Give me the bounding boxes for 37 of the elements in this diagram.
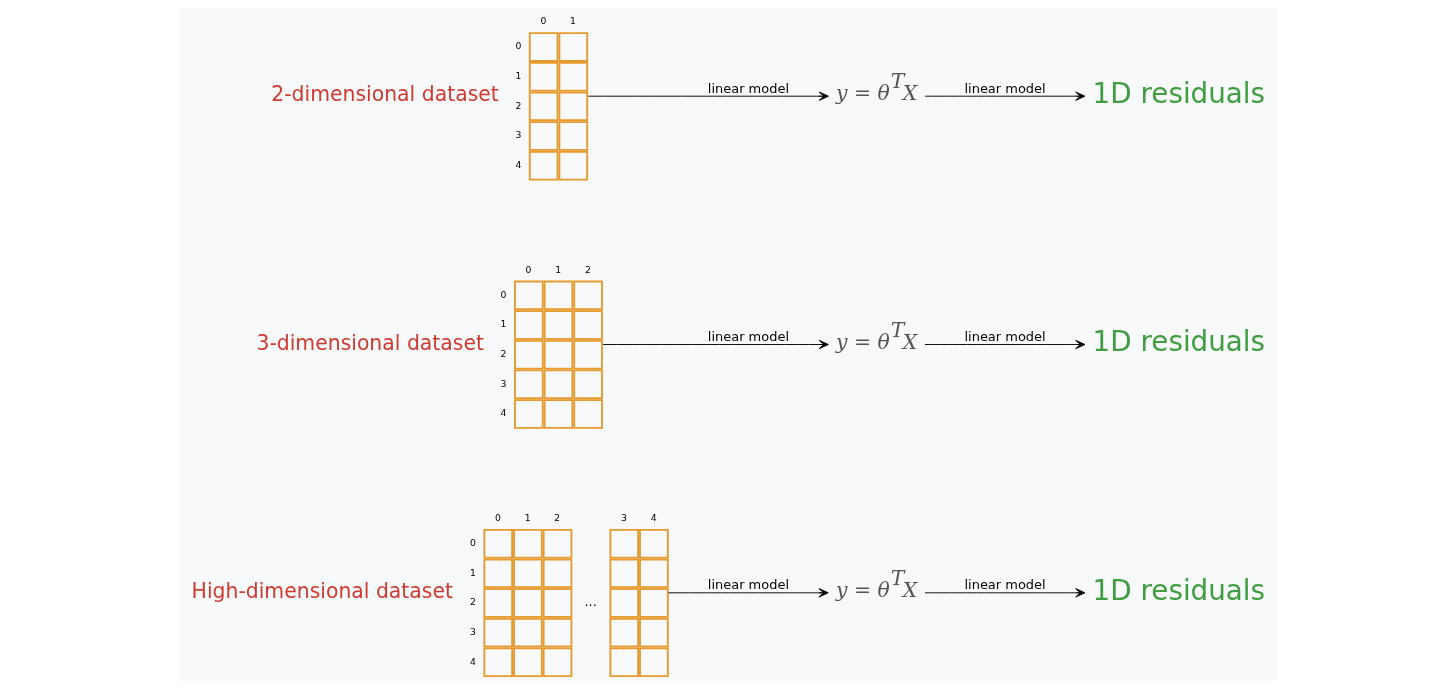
node-label: 1 (514, 70, 521, 82)
edge-label: linear model (963, 577, 1046, 593)
node-label: 3 (514, 129, 521, 141)
edge-label: linear model (963, 328, 1046, 344)
node-label: 0 (500, 288, 506, 300)
node-label: 4 (514, 159, 521, 170)
node-label: 0 (494, 512, 501, 523)
edge-label: linear model (707, 577, 789, 593)
node-text: 1D residuals (1092, 325, 1265, 359)
node-label: 0 (525, 263, 531, 275)
node-label: High-dimensional dataset (191, 579, 453, 603)
node-label: 1 (500, 318, 506, 330)
edge-label: linear model (963, 80, 1046, 96)
node-label: 3 (469, 625, 476, 637)
node-label: 3 (500, 377, 506, 389)
node-label: 2-dimensional dataset (270, 82, 499, 107)
edge-label: linear model (707, 328, 789, 344)
node-label: 1 (569, 15, 576, 27)
node-label: 4 (500, 407, 506, 419)
node-label: 1 (469, 566, 476, 578)
node-label: 4 (650, 512, 657, 523)
node-text: 1D residuals (1092, 77, 1265, 111)
node-label: 3 (620, 512, 627, 523)
node-label: 1 (554, 263, 561, 275)
node-label: 2 (514, 99, 521, 111)
node-label: 0 (514, 40, 521, 52)
node-label: 2 (584, 263, 591, 275)
node-label: 0 (469, 537, 476, 549)
node-text: 1D residuals (1092, 573, 1265, 607)
node-label: 3-dimensional dataset (255, 330, 484, 355)
edge-label: linear model (707, 80, 789, 96)
node-label: 0 (539, 15, 546, 27)
node-label: 2 (500, 348, 506, 360)
node-label: 2 (553, 512, 560, 523)
node-label: 1 (524, 512, 531, 523)
node-label: 4 (469, 655, 476, 667)
node-label: 2 (469, 596, 476, 608)
